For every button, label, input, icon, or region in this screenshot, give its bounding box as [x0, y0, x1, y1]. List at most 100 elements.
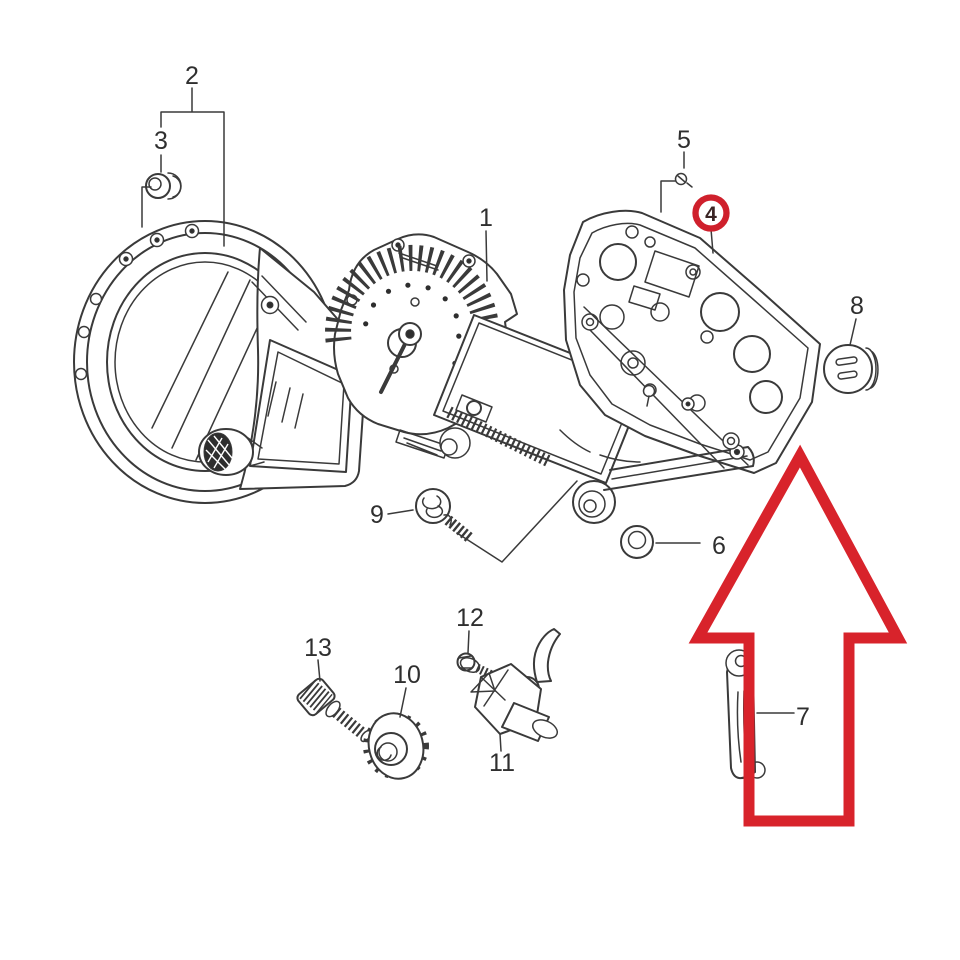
leader-2-3: [141, 87, 225, 247]
part-label-8: 8: [850, 292, 864, 320]
lcd-bracket-hole: [466, 400, 482, 416]
backplate-hole: [700, 292, 740, 332]
rim-lug: [77, 325, 91, 339]
backplate-hole-inner: [585, 317, 595, 327]
knob-part10: [363, 712, 429, 780]
window-inner-frame: [257, 351, 345, 465]
part-label-7: 7: [796, 703, 810, 731]
knob-crescent: [376, 746, 392, 761]
cap-side-rings: [865, 347, 879, 391]
dial-dot: [385, 288, 392, 294]
rim-lug: [74, 367, 88, 381]
sensor-part11: [470, 628, 561, 742]
stay-boss-outer: [572, 480, 616, 524]
screw12-facets: [458, 655, 473, 669]
grommet-rings: [167, 172, 182, 200]
part-label-5: 5: [677, 126, 691, 154]
backplate-hole-inner: [627, 357, 639, 369]
highlight-circle-part4: [692, 194, 730, 232]
dial-dot: [442, 296, 448, 302]
sensor-body-facets: [480, 669, 509, 707]
backplate-hole-inner: [689, 268, 697, 276]
rim-bolt-dot: [189, 228, 195, 234]
part-number-labels: 2 3 1 5 4 8 9 6 13 10 12 11 7: [154, 62, 864, 777]
backplate-hole: [581, 313, 599, 331]
stay-stud-dot: [685, 401, 691, 407]
lcd-connector-ribbon: [446, 406, 551, 467]
screw5-detail: [677, 175, 693, 188]
front-cover-housing: [73, 220, 368, 504]
backplate-hole: [650, 302, 670, 322]
backplate-hole: [576, 273, 590, 287]
screw13-threads: [332, 707, 367, 739]
backplate-hole: [625, 225, 639, 239]
dial-dot: [363, 321, 369, 327]
backplate-hole: [749, 380, 783, 414]
bolt-part9: [415, 488, 475, 544]
backplate-hole: [599, 304, 625, 330]
sensor-lever: [533, 628, 561, 683]
rim-bolt-dot: [154, 237, 160, 243]
dial-dot: [405, 282, 411, 288]
backplate-relay-boxes: [628, 250, 700, 311]
screw13-head: [296, 677, 336, 717]
part-label-13: 13: [304, 634, 332, 662]
part-label-1: 1: [479, 204, 493, 232]
leader-4: [710, 228, 714, 254]
leader-1: [485, 230, 488, 282]
stay-bolt-dot: [733, 448, 741, 456]
part-label-12: 12: [456, 604, 484, 632]
backplate-hole: [644, 236, 656, 248]
buzzer-grille-hatch: [205, 435, 233, 471]
leader-9: [387, 480, 578, 563]
mounting-stay: [559, 384, 755, 524]
gauge-boss-inner: [440, 438, 458, 456]
leader-5: [660, 151, 685, 213]
stay-boss-small-inner: [726, 436, 736, 446]
leader-13: [317, 659, 321, 682]
dial-small-hole: [410, 297, 420, 307]
gauge-assembly: [325, 233, 647, 484]
grommet-dome: [148, 177, 162, 191]
window-outer-frame: [249, 339, 353, 473]
highlight-annotations: [688, 194, 908, 827]
bolt9-head-marks: [421, 495, 444, 519]
rim-bolt-dot: [123, 256, 129, 262]
part-label-2: 2: [185, 62, 199, 90]
buzzer-mesh: [198, 428, 265, 476]
buzzer-side-lines: [247, 437, 265, 467]
nut-lip: [621, 547, 653, 559]
part-label-6: 6: [712, 532, 726, 560]
backplate-rim: [573, 222, 809, 461]
stay-arm-inner: [611, 455, 748, 480]
stay-boss-inner: [583, 499, 597, 513]
cap-part8: [823, 344, 879, 394]
leader-lines: [141, 87, 857, 752]
sensor-cylinder-end: [531, 719, 559, 739]
stay-boss-mid: [578, 490, 606, 518]
dial-dot: [425, 285, 431, 291]
part-label-9: 9: [370, 501, 384, 529]
screw-part5: [674, 172, 693, 188]
highlight-arrow-up: [688, 444, 908, 827]
cap-slot: [835, 356, 858, 366]
gauge-tab-dot: [466, 258, 472, 264]
dial-dot: [456, 333, 462, 339]
rear-case-backplate: [563, 209, 821, 474]
leader-8: [849, 318, 857, 346]
window-glare-lines: [267, 381, 304, 429]
grommet-part3: [145, 172, 182, 200]
knob-ring: [374, 732, 408, 766]
stay-boss-small: [722, 432, 740, 450]
leader-11: [499, 733, 502, 752]
backplate-window-edges: [583, 306, 749, 469]
part-label-10: 10: [393, 661, 421, 689]
stay-stud: [642, 384, 656, 398]
rim-lug: [89, 292, 103, 306]
stay-arm: [603, 446, 755, 491]
part-label-4: 4: [705, 203, 717, 226]
part-label-3: 3: [154, 127, 168, 155]
backplate-hole: [733, 335, 771, 373]
cap-face: [823, 344, 873, 394]
cap-slot: [837, 370, 858, 380]
